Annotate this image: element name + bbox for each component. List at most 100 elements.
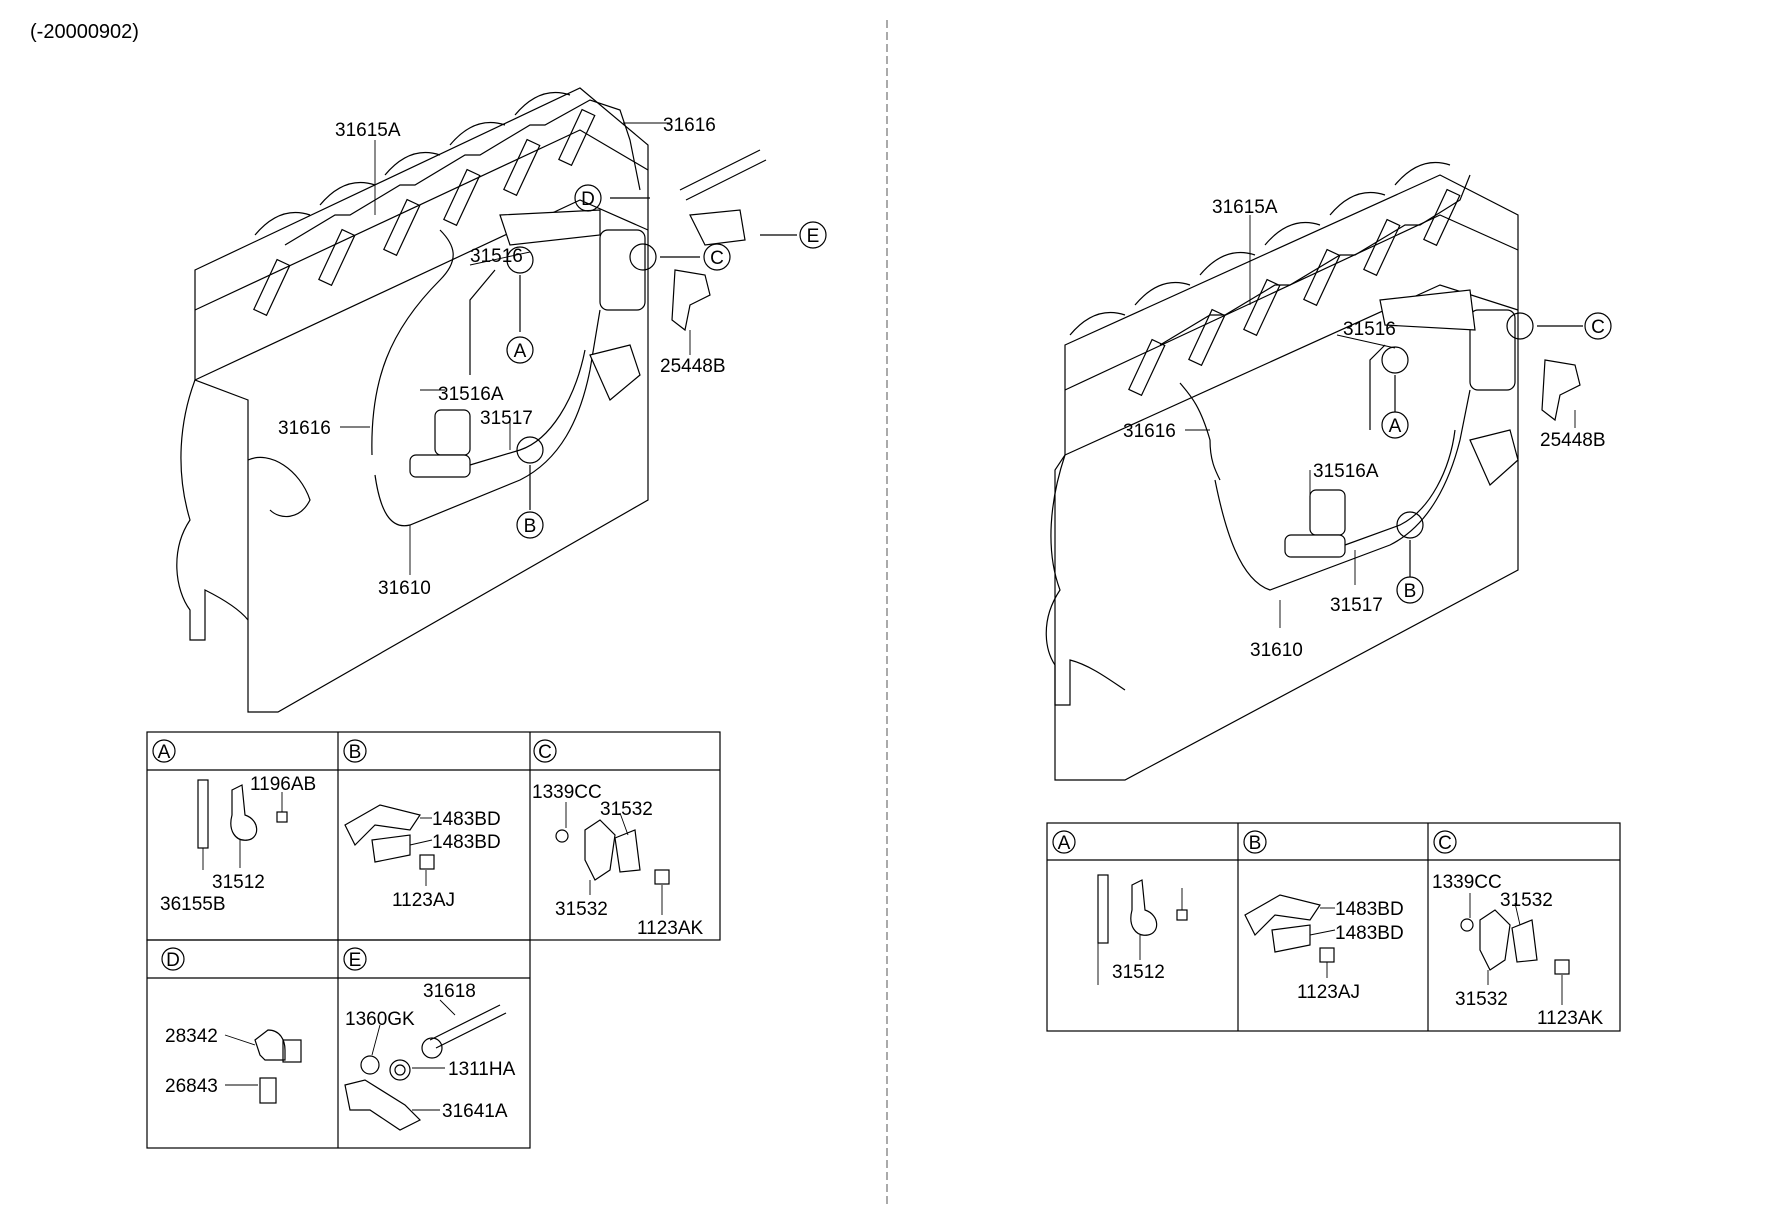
left-B-clamp-upper xyxy=(344,804,421,847)
left-plate-36155B xyxy=(197,779,209,849)
right-C-part-31532-a: 31532 xyxy=(1500,890,1553,911)
svg-text:A: A xyxy=(1389,416,1402,437)
svg-text:E: E xyxy=(807,226,820,247)
right-C-part-1123AK: 1123AK xyxy=(1537,1008,1604,1029)
svg-text:E: E xyxy=(349,950,362,971)
left-D-elbow-28342 xyxy=(254,1029,286,1061)
left-marker-D: D xyxy=(574,184,602,212)
right-C-part-1339CC: 1339CC xyxy=(1432,872,1502,893)
left-detail-table: A B C D E 1196AB 31512 36155B xyxy=(146,731,721,1149)
right-marker-C: C xyxy=(1584,312,1612,340)
left-E-part-1360GK: 1360GK xyxy=(345,1009,415,1030)
right-marker-B: B xyxy=(1396,576,1424,604)
left-head-line xyxy=(194,129,649,311)
left-A-part-36155B: 36155B xyxy=(160,894,226,915)
right-bracket-25448B xyxy=(1541,359,1581,422)
left-B-part-1483BD-a: 1483BD xyxy=(432,809,501,830)
left-leak-off-pipe xyxy=(284,99,641,246)
left-A-part-1196AB: 1196AB xyxy=(250,774,316,795)
left-C-part-31532-b: 31532 xyxy=(555,899,608,920)
right-A-part-31512: 31512 xyxy=(1112,962,1165,983)
left-callout-31516A: 31516A xyxy=(438,384,504,405)
left-callout-31616-left: 31616 xyxy=(278,418,331,439)
left-valve-cover xyxy=(254,91,571,236)
left-table-header-D: D xyxy=(161,947,185,971)
left-B-clamp-lower xyxy=(371,834,411,863)
date-range-label: (-20000902) xyxy=(30,21,139,43)
svg-text:C: C xyxy=(538,742,552,763)
left-filter-bracket xyxy=(499,209,601,246)
svg-text:C: C xyxy=(710,248,724,269)
left-feed-pump xyxy=(434,409,471,456)
svg-text:B: B xyxy=(1404,581,1417,602)
svg-text:A: A xyxy=(1058,833,1071,854)
right-fuel-filter xyxy=(1469,309,1516,391)
left-B-part-1123AJ: 1123AJ xyxy=(392,890,455,911)
left-callout-31616-top: 31616 xyxy=(663,115,716,136)
left-C-part-1339CC: 1339CC xyxy=(532,782,602,803)
right-callout-31616: 31616 xyxy=(1123,421,1176,442)
left-C-part-31532-a: 31532 xyxy=(600,799,653,820)
right-callout-31615A: 31615A xyxy=(1212,197,1278,218)
right-fuel-line xyxy=(1214,389,1471,591)
svg-text:D: D xyxy=(166,950,180,971)
left-A-part-31512: 31512 xyxy=(212,872,265,893)
left-callout-25448B: 25448B xyxy=(660,356,726,377)
right-B-part-1483BD-a: 1483BD xyxy=(1335,899,1404,920)
left-clamp-31512 xyxy=(230,784,258,841)
right-valve-cover xyxy=(1069,161,1451,336)
left-pipe-31516 xyxy=(469,269,496,375)
svg-text:B: B xyxy=(1249,833,1262,854)
left-marker-C: C xyxy=(703,243,731,271)
left-fuel-line xyxy=(374,309,601,527)
left-table-header-A: A xyxy=(152,739,176,763)
right-detail-table: A B C 31512 1483BD 1483BD 1123AJ xyxy=(1046,822,1621,1032)
right-callout-31516: 31516 xyxy=(1343,319,1396,340)
left-E-bracket-31641A xyxy=(344,1079,422,1131)
left-callout-31517: 31517 xyxy=(480,408,533,429)
right-table-header-A: A xyxy=(1052,830,1076,854)
svg-text:B: B xyxy=(524,516,537,537)
right-callout-25448B: 25448B xyxy=(1540,430,1606,451)
right-B-part-1123AJ: 1123AJ xyxy=(1297,982,1360,1003)
left-D-part-28342: 28342 xyxy=(165,1026,218,1047)
svg-text:A: A xyxy=(514,341,527,362)
left-D-fitting-26843 xyxy=(259,1077,277,1104)
left-engine-block xyxy=(194,87,649,713)
right-pipe-31516 xyxy=(1369,344,1386,430)
left-engine-diagram: A B C D E 31615A 31616 31516 31516A xyxy=(176,87,827,713)
right-callout-31517: 31517 xyxy=(1330,595,1383,616)
left-bracket-E xyxy=(689,209,746,246)
left-B-part-1483BD-b: 1483BD xyxy=(432,832,501,853)
left-E-part-31641A: 31641A xyxy=(442,1101,508,1122)
left-C-part-1123AK: 1123AK xyxy=(637,918,704,939)
svg-text:C: C xyxy=(1591,317,1605,338)
right-leak-off-pipe xyxy=(1159,174,1471,346)
left-marker-B: B xyxy=(516,511,544,539)
right-return-pipe xyxy=(1179,382,1221,481)
right-filter-bracket xyxy=(1379,289,1476,331)
left-callout-31516: 31516 xyxy=(470,246,523,267)
svg-text:C: C xyxy=(1438,833,1452,854)
svg-text:A: A xyxy=(158,742,171,763)
left-fuel-filter xyxy=(599,229,646,311)
right-feed-pump xyxy=(1309,489,1346,536)
left-injectors xyxy=(253,108,596,317)
svg-text:B: B xyxy=(349,742,362,763)
left-return-pipe xyxy=(371,229,454,456)
left-callout-31610: 31610 xyxy=(378,578,431,599)
left-table-header-E: E xyxy=(343,947,367,971)
left-marker-A: A xyxy=(506,336,534,364)
left-D-part-26843: 26843 xyxy=(165,1076,218,1097)
right-B-part-1483BD-b: 1483BD xyxy=(1335,923,1404,944)
right-C-part-31532-b: 31532 xyxy=(1455,989,1508,1010)
right-engine-diagram: A B C 31615A 31516 31616 31516A 31517 31… xyxy=(1045,161,1612,781)
svg-text:D: D xyxy=(581,189,595,210)
right-callout-31610: 31610 xyxy=(1250,640,1303,661)
left-bracket-25448B xyxy=(671,269,711,332)
right-injectors xyxy=(1128,188,1461,397)
left-callout-31615A: 31615A xyxy=(335,120,401,141)
left-table-header-C: C xyxy=(533,739,557,763)
left-E-part-1311HA: 1311HA xyxy=(448,1059,516,1080)
